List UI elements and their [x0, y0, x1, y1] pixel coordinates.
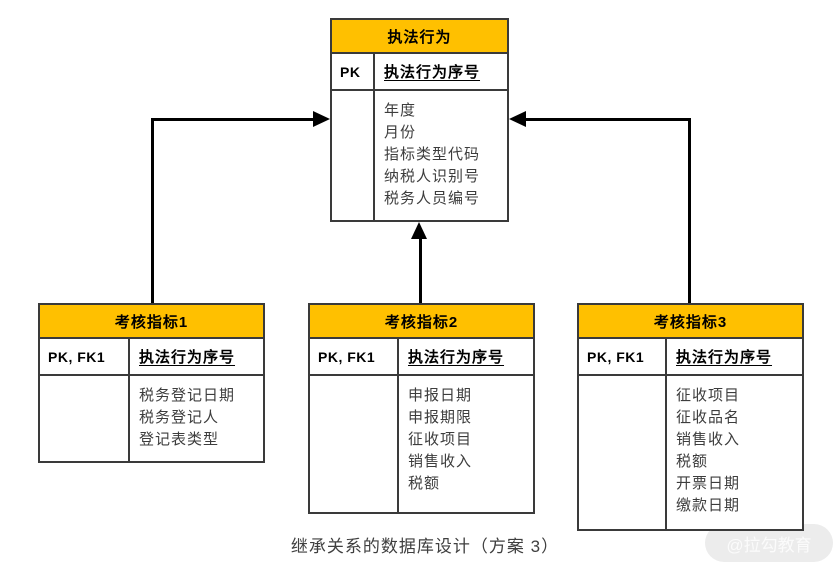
attribute-gutter [332, 91, 375, 220]
attribute: 征收项目 [676, 387, 741, 404]
attribute-section: 申报日期申报期限征收项目销售收入税额 [310, 376, 533, 512]
attribute: 纳税人识别号 [384, 168, 481, 185]
connector-line-child1-vertical [151, 118, 154, 305]
diagram-caption: 继承关系的数据库设计（方案 3） [290, 537, 560, 556]
primary-key-row: PK 执法行为序号 [332, 54, 507, 91]
attribute: 税务登记日期 [139, 387, 236, 404]
primary-key-row: PK, FK1 执法行为序号 [40, 339, 263, 376]
attribute-list: 税务登记日期税务登记人登记表类型 [130, 376, 263, 461]
key-attribute: 执法行为序号 [384, 64, 481, 81]
primary-key-row: PK, FK1 执法行为序号 [579, 339, 802, 376]
key-label: PK, FK1 [40, 339, 130, 374]
parent-entity-table: 执法行为 PK 执法行为序号 年度月份指标类型代码纳税人识别号税务人员编号 [330, 18, 509, 222]
key-label: PK, FK1 [310, 339, 399, 374]
attribute: 申报期限 [408, 409, 473, 426]
key-attribute: 执法行为序号 [676, 349, 773, 366]
attribute: 税务登记人 [139, 409, 220, 426]
connector-line-child3-horizontal [525, 118, 691, 121]
attribute-gutter [579, 376, 667, 529]
attribute: 销售收入 [408, 453, 473, 470]
child-entity-table-2: 考核指标2 PK, FK1 执法行为序号 申报日期申报期限征收项目销售收入税额 [308, 303, 535, 514]
arrowhead-into-parent-left [313, 111, 330, 127]
attribute-list: 征收项目征收品名销售收入税额开票日期缴款日期 [667, 376, 802, 529]
key-attribute: 执法行为序号 [408, 349, 505, 366]
attribute-list: 年度月份指标类型代码纳税人识别号税务人员编号 [375, 91, 507, 220]
attribute: 指标类型代码 [384, 146, 481, 163]
attribute: 征收品名 [676, 409, 741, 426]
primary-key-row: PK, FK1 执法行为序号 [310, 339, 533, 376]
arrowhead-into-parent-right [509, 111, 526, 127]
connector-line-child3-vertical [688, 118, 691, 305]
child-entity-table-1: 考核指标1 PK, FK1 执法行为序号 税务登记日期税务登记人登记表类型 [38, 303, 265, 463]
attribute: 缴款日期 [676, 497, 741, 514]
key-label: PK, FK1 [579, 339, 667, 374]
attribute: 税额 [408, 475, 441, 492]
attribute: 税务人员编号 [384, 190, 481, 207]
watermark-text: @拉勾教育 [726, 535, 812, 555]
attribute: 税额 [676, 453, 709, 470]
attribute-list: 申报日期申报期限征收项目销售收入税额 [399, 376, 533, 512]
attribute: 登记表类型 [139, 431, 220, 448]
entity-title: 考核指标1 [40, 305, 263, 339]
attribute: 月份 [384, 124, 417, 141]
attribute: 征收项目 [408, 431, 473, 448]
child-entity-table-3: 考核指标3 PK, FK1 执法行为序号 征收项目征收品名销售收入税额开票日期缴… [577, 303, 804, 531]
key-attribute: 执法行为序号 [139, 349, 236, 366]
attribute: 申报日期 [408, 387, 473, 404]
entity-title: 考核指标2 [310, 305, 533, 339]
connector-line-child2-vertical [419, 237, 422, 305]
attribute: 销售收入 [676, 431, 741, 448]
entity-title: 执法行为 [332, 20, 507, 54]
attribute-section: 征收项目征收品名销售收入税额开票日期缴款日期 [579, 376, 802, 529]
attribute-section: 税务登记日期税务登记人登记表类型 [40, 376, 263, 461]
attribute: 开票日期 [676, 475, 741, 492]
attribute: 年度 [384, 102, 417, 119]
key-label: PK [332, 54, 375, 89]
entity-title: 考核指标3 [579, 305, 802, 339]
attribute-gutter [310, 376, 399, 512]
attribute-section: 年度月份指标类型代码纳税人识别号税务人员编号 [332, 91, 507, 220]
connector-line-child1-horizontal [151, 118, 314, 121]
attribute-gutter [40, 376, 130, 461]
arrowhead-into-parent-bottom [411, 222, 427, 239]
